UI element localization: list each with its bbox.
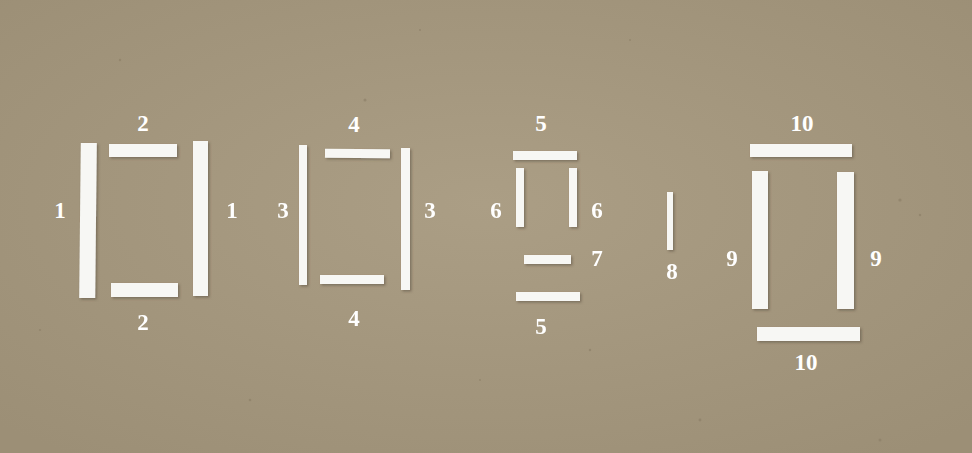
callout-number: 2 (137, 112, 149, 135)
callout-number: 3 (424, 199, 436, 222)
callout-number: 8 (666, 260, 678, 283)
callout-number: 4 (348, 113, 360, 136)
callout-number: 5 (535, 315, 547, 338)
callout-number: 3 (277, 199, 289, 222)
callout-number: 1 (226, 199, 238, 222)
callout-number: 9 (726, 247, 738, 270)
plastic-strips (79, 141, 860, 341)
callout-number: 7 (591, 247, 603, 270)
callout-number: 9 (870, 247, 882, 270)
callout-number: 10 (791, 112, 814, 135)
callout-number: 1 (54, 199, 66, 222)
callout-number: 6 (591, 199, 603, 222)
callout-number: 5 (535, 112, 547, 135)
callout-number: 4 (348, 307, 360, 330)
callout-number: 6 (490, 199, 502, 222)
callout-number: 2 (137, 311, 149, 334)
cardboard-specks (39, 29, 921, 442)
callout-number: 10 (795, 351, 818, 374)
